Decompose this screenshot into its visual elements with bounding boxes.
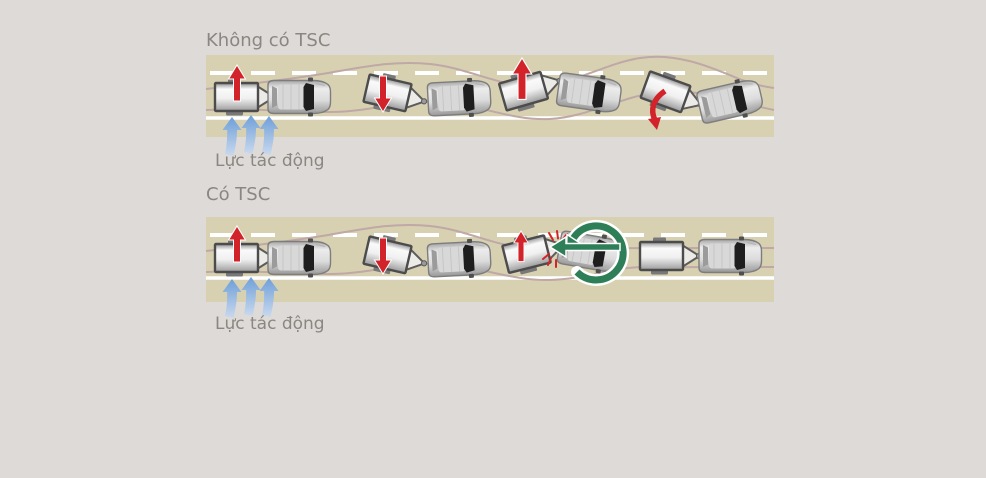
section-title: Có TSC [206, 184, 270, 205]
car [267, 76, 332, 118]
car [426, 76, 493, 120]
tsc-brake-force-arrow-icon [548, 235, 621, 259]
brake-spark-icon [542, 253, 557, 268]
force-arrows [222, 277, 279, 318]
sway-curve-arrow-icon [648, 88, 667, 130]
car-trailer-unit-tsc-active [499, 220, 630, 286]
force-label: Lực tác động [215, 314, 325, 334]
car [267, 237, 332, 279]
section-with-tsc: Có TSC [205, 184, 775, 334]
car-trailer-unit [638, 235, 763, 277]
section-title: Không có TSC [206, 30, 330, 51]
car-trailer-unit [637, 65, 766, 130]
car [698, 235, 763, 277]
force-label: Lực tác động [215, 151, 325, 171]
section-without-tsc: Không có TSC [205, 30, 775, 171]
force-arrows [222, 115, 279, 156]
car [426, 237, 493, 281]
